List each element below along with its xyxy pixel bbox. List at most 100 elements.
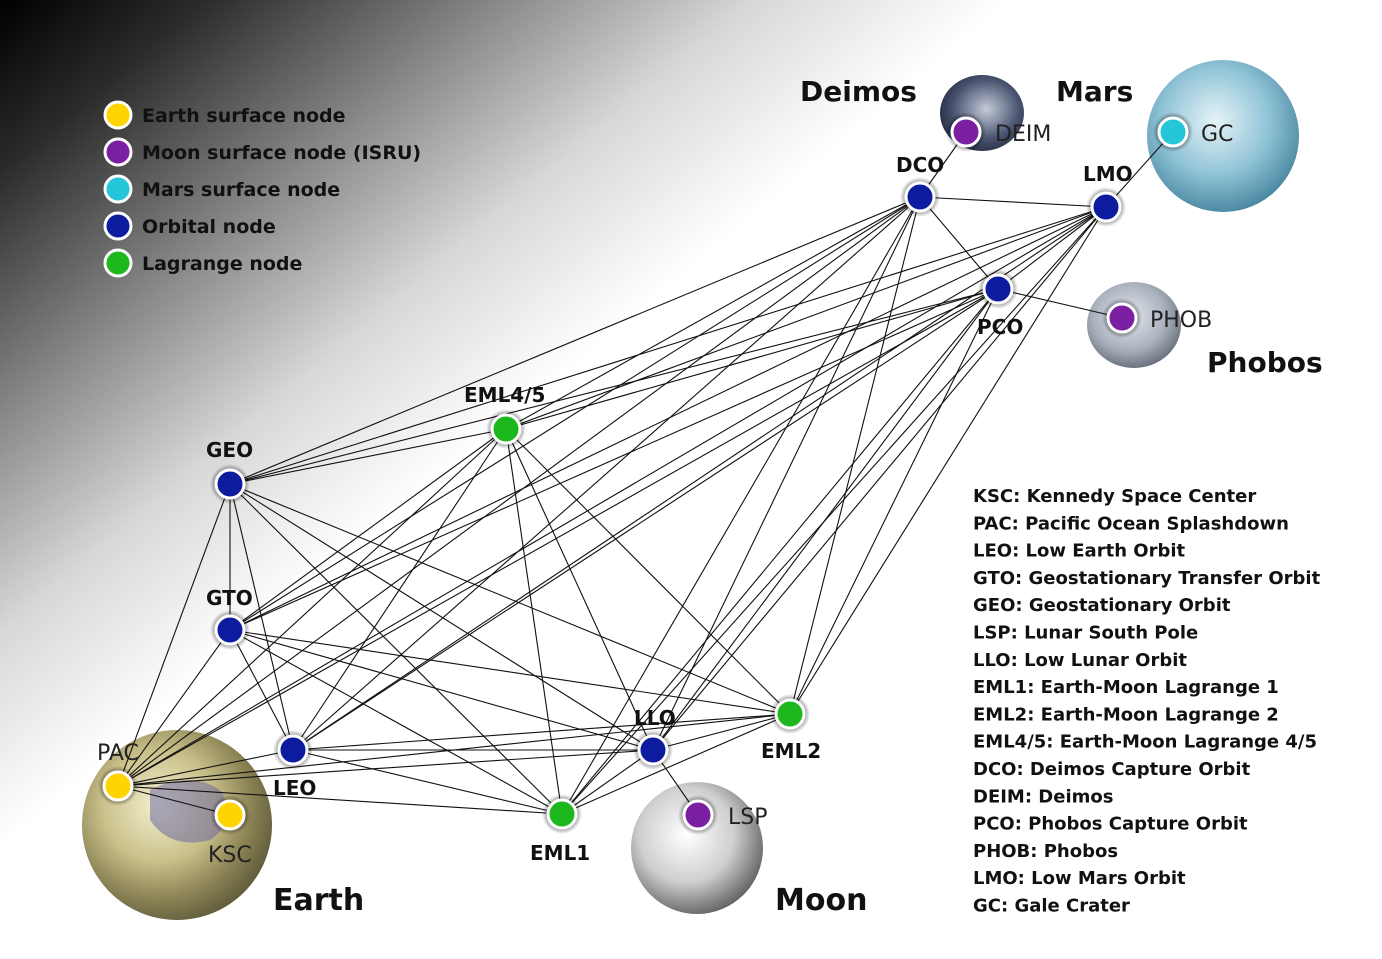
node-label: LSP [728, 805, 768, 830]
edge-eml1-lmo [561, 206, 1107, 815]
edge-eml1-pco [561, 288, 999, 815]
node-deim[interactable]: DEIM [946, 112, 1051, 152]
node-label: EML4/5 [464, 383, 545, 407]
node-eml2[interactable]: EML2 [761, 694, 821, 763]
edge-leo-geo [229, 483, 294, 751]
node-label: GC [1201, 122, 1233, 147]
mars-label: Mars [1056, 75, 1133, 108]
edge-geo-eml4-5 [229, 428, 507, 485]
edge-gto-pco [229, 288, 999, 631]
abbreviation-item: EML2: Earth-Moon Lagrange 2 [973, 704, 1279, 725]
node-marker [490, 413, 522, 445]
abbreviation-item: DCO: Deimos Capture Orbit [973, 759, 1251, 780]
earth-cloud-shape [150, 780, 228, 843]
legend-item-mars-surface: Mars surface node [103, 174, 340, 204]
edge-llo-pco [652, 288, 999, 751]
node-label: PHOB [1150, 308, 1212, 333]
node-gto[interactable]: GTO [206, 586, 253, 650]
edge-leo-eml4-5 [292, 428, 507, 751]
abbreviation-item: LLO: Low Lunar Orbit [973, 650, 1187, 671]
legend-label: Mars surface node [142, 179, 340, 201]
node-marker [1157, 116, 1189, 148]
node-lmo[interactable]: LMO [1083, 162, 1133, 227]
abbreviation-item: GEO: Geostationary Orbit [973, 595, 1231, 616]
node-llo[interactable]: LLO [633, 706, 676, 770]
legend-item-earth-surface: Earth surface node [103, 100, 346, 130]
node-marker [950, 116, 982, 148]
node-lsp[interactable]: LSP [678, 795, 768, 835]
edge-eml4-5-dco [505, 196, 921, 430]
edge-pac-eml4-5 [117, 428, 507, 787]
node-label: LLO [634, 706, 676, 730]
node-geo[interactable]: GEO [206, 438, 253, 504]
node-eml1[interactable]: EML1 [530, 794, 590, 865]
edge-llo-eml2 [652, 713, 791, 751]
node-label: PCO [977, 315, 1023, 339]
node-marker [1090, 191, 1122, 223]
node-marker [904, 181, 936, 213]
node-marker [214, 468, 246, 500]
abbreviation-item: PHOB: Phobos [973, 841, 1118, 862]
legend-label: Earth surface node [142, 105, 346, 127]
edge-pac-eml1 [117, 785, 563, 815]
node-pco[interactable]: PCO [977, 269, 1023, 339]
node-label: LEO [273, 776, 316, 800]
edge-leo-pco [292, 288, 999, 751]
node-leo[interactable]: LEO [273, 730, 316, 800]
edge-llo-dco [652, 196, 921, 751]
edge-gto-eml4-5 [229, 428, 507, 631]
moon-image [631, 782, 763, 914]
edge-leo-eml1 [292, 749, 563, 815]
node-label: GTO [206, 586, 253, 610]
nodes: PACKSCLEOGTOGEOEML4/5EML1EML2LLOLSPDCODE… [97, 112, 1233, 868]
edge-gto-dco [229, 196, 921, 631]
edge-geo-pco [229, 288, 999, 485]
edge-gto-llo [229, 629, 654, 751]
node-marker [214, 614, 246, 646]
node-gc[interactable]: GC [1153, 112, 1233, 152]
moon-label: Moon [775, 883, 867, 918]
node-pac[interactable]: PAC [97, 741, 139, 806]
edge-dco-pco [919, 196, 999, 290]
node-eml4-5[interactable]: EML4/5 [464, 383, 545, 449]
abbreviation-item: EML1: Earth-Moon Lagrange 1 [973, 677, 1279, 698]
node-label: KSC [208, 843, 252, 868]
node-label: LMO [1083, 162, 1133, 186]
node-dco[interactable]: DCO [896, 153, 944, 217]
node-marker [546, 798, 578, 830]
edge-eml4-5-lmo [505, 206, 1107, 430]
abbreviation-item: KSC: Kennedy Space Center [973, 486, 1256, 507]
abbreviation-item: DEIM: Deimos [973, 786, 1113, 807]
abbreviation-item: EML4/5: Earth-Moon Lagrange 4/5 [973, 732, 1317, 753]
node-label: GEO [206, 438, 253, 462]
deimos-label: Deimos [800, 75, 917, 108]
edge-gto-eml1 [229, 629, 563, 815]
abbreviation-item: LSP: Lunar South Pole [973, 623, 1198, 644]
edge-gto-eml2 [229, 629, 791, 715]
node-marker [277, 734, 309, 766]
node-label: EML1 [530, 841, 590, 865]
node-label: DCO [896, 153, 944, 177]
edge-pac-dco [117, 196, 921, 787]
edge-eml4-5-eml1 [505, 428, 563, 815]
legend-label: Moon surface node (ISRU) [142, 142, 421, 164]
edge-pac-pco [117, 288, 999, 787]
edge-pac-llo [117, 749, 654, 787]
legend-label: Lagrange node [142, 253, 302, 275]
node-ksc[interactable]: KSC [208, 795, 252, 868]
edge-llo-lmo [652, 206, 1107, 751]
abbreviation-item: LEO: Low Earth Orbit [973, 541, 1186, 562]
edge-eml2-lmo [789, 206, 1107, 715]
node-marker [682, 799, 714, 831]
edge-leo-eml2 [292, 713, 791, 751]
edge-geo-eml1 [229, 483, 563, 815]
edge-eml1-eml2 [561, 713, 791, 815]
edges [117, 131, 1174, 816]
edge-eml4-5-llo [505, 428, 654, 751]
node-phob[interactable]: PHOB [1102, 298, 1212, 338]
edge-leo-gto [229, 629, 294, 751]
legend-swatch [103, 174, 133, 204]
edge-pco-phob [997, 288, 1123, 319]
node-marker [102, 770, 134, 802]
